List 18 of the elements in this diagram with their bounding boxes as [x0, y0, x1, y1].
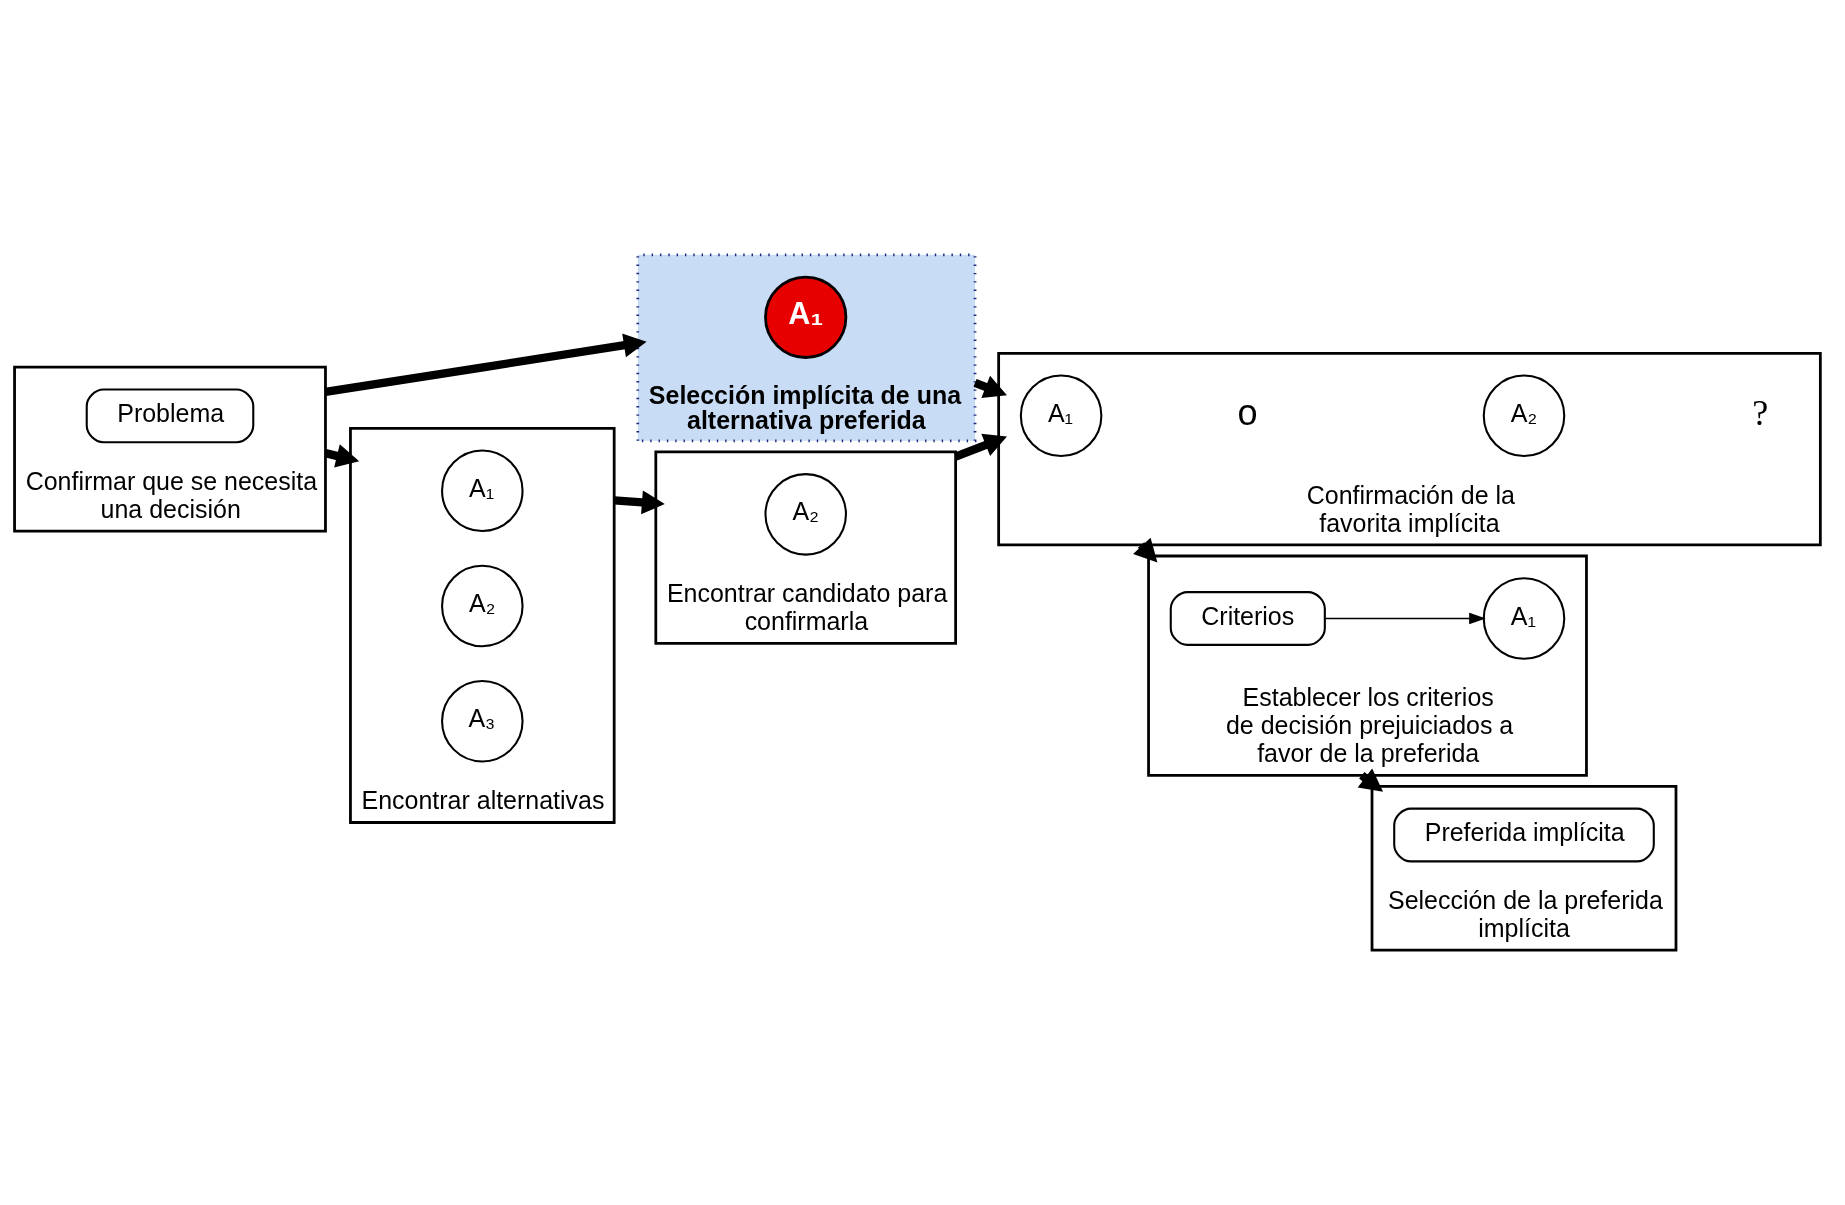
node-circle: A₃: [440, 679, 524, 763]
arrow: [1132, 537, 1157, 563]
arrow: [1323, 612, 1486, 625]
node-box: Problema: [85, 388, 254, 444]
arrow: [953, 433, 1007, 461]
label: ?: [1751, 392, 1768, 433]
node-circle: A₂: [1482, 374, 1565, 458]
node-circle: A₁: [763, 275, 847, 359]
node-circle: A₁: [440, 449, 524, 533]
arrow: [324, 333, 647, 396]
label: o: [1236, 391, 1257, 433]
node-box: Criterios: [1169, 591, 1326, 646]
node-circle: A₂: [440, 564, 524, 648]
arrow: [613, 490, 665, 515]
node-circle: A₁: [1482, 577, 1565, 660]
node-box: Preferida implícita: [1392, 807, 1655, 863]
node-circle: A₂: [763, 473, 847, 556]
node-circle: A₁: [1019, 374, 1102, 458]
